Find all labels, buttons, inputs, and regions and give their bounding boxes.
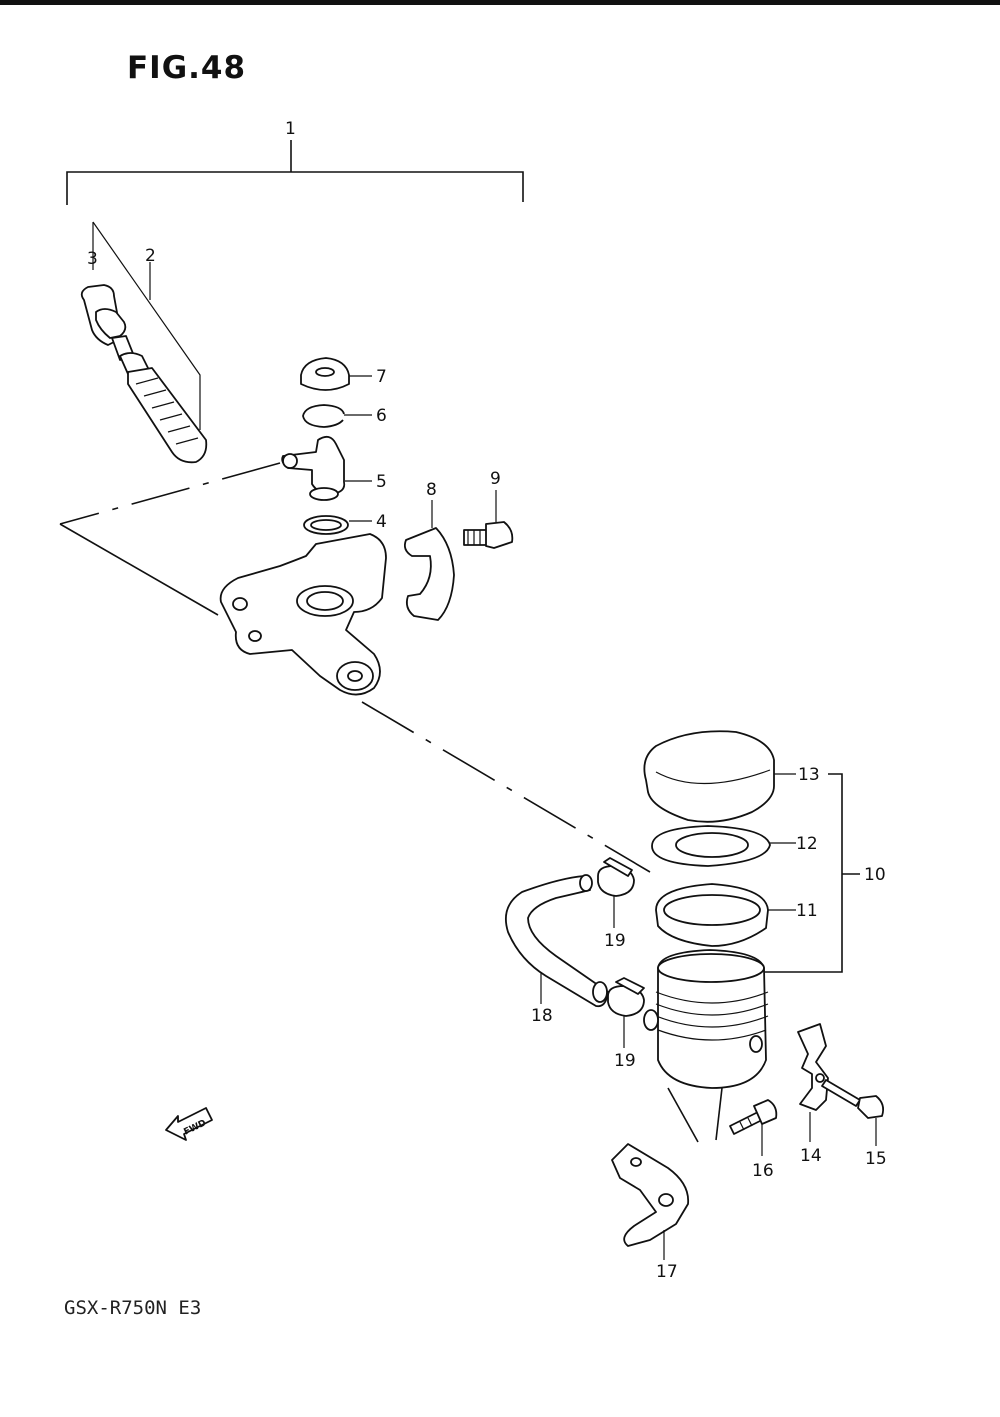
callout-14: 14 xyxy=(800,1146,822,1166)
callout-2: 2 xyxy=(145,246,156,266)
bolt-9 xyxy=(463,490,514,549)
callout-17: 17 xyxy=(656,1262,678,1282)
model-code: GSX-R750N E3 xyxy=(64,1297,202,1319)
callout-7: 7 xyxy=(376,367,387,387)
forward-direction-arrow: FWD xyxy=(165,1107,213,1141)
callout-16: 16 xyxy=(752,1161,774,1181)
reservoir-bracket-17 xyxy=(611,1143,690,1260)
callout-19-lower: 19 xyxy=(614,1051,636,1071)
callout-3: 3 xyxy=(87,249,98,269)
connector-5 xyxy=(281,435,372,501)
reservoir-cap-13 xyxy=(643,730,796,823)
circlip-6 xyxy=(302,404,372,428)
callout-15: 15 xyxy=(865,1149,887,1169)
callout-11: 11 xyxy=(796,901,818,921)
master-cylinder-body xyxy=(219,533,387,696)
piston-assembly xyxy=(80,221,208,464)
diaphragm-plate-12 xyxy=(651,825,796,867)
callout-6: 6 xyxy=(376,406,387,426)
bracket-14 xyxy=(797,1023,829,1142)
callout-18: 18 xyxy=(531,1006,553,1026)
hose-clamp-19b xyxy=(607,977,645,1048)
assembly-bracket-1 xyxy=(66,140,524,205)
callout-9: 9 xyxy=(490,469,501,489)
assembly-bracket-10 xyxy=(765,773,860,973)
figure-title: FIG.48 xyxy=(127,50,247,86)
diaphragm-11 xyxy=(655,883,796,947)
reservoir-tank xyxy=(643,949,769,1089)
callout-10: 10 xyxy=(864,865,886,885)
hose-18 xyxy=(504,874,609,1008)
bolt-15 xyxy=(821,1079,885,1146)
callout-4: 4 xyxy=(376,512,387,532)
callout-19-upper: 19 xyxy=(604,931,626,951)
callout-1: 1 xyxy=(285,119,296,139)
callout-8: 8 xyxy=(426,480,437,500)
construction-lines xyxy=(59,462,723,1143)
bolt-16 xyxy=(729,1099,778,1156)
boot-7 xyxy=(300,357,372,391)
callout-5: 5 xyxy=(376,472,387,492)
callout-13: 13 xyxy=(798,765,820,785)
holder-8 xyxy=(403,500,455,621)
hose-clamp-19a xyxy=(597,857,635,928)
o-ring-4 xyxy=(303,515,372,535)
page-top-border xyxy=(0,0,1000,5)
callout-12: 12 xyxy=(796,834,818,854)
callout-labels: 1 2 3 7 6 5 4 8 9 13 12 10 11 19 18 19 1… xyxy=(87,119,887,1282)
